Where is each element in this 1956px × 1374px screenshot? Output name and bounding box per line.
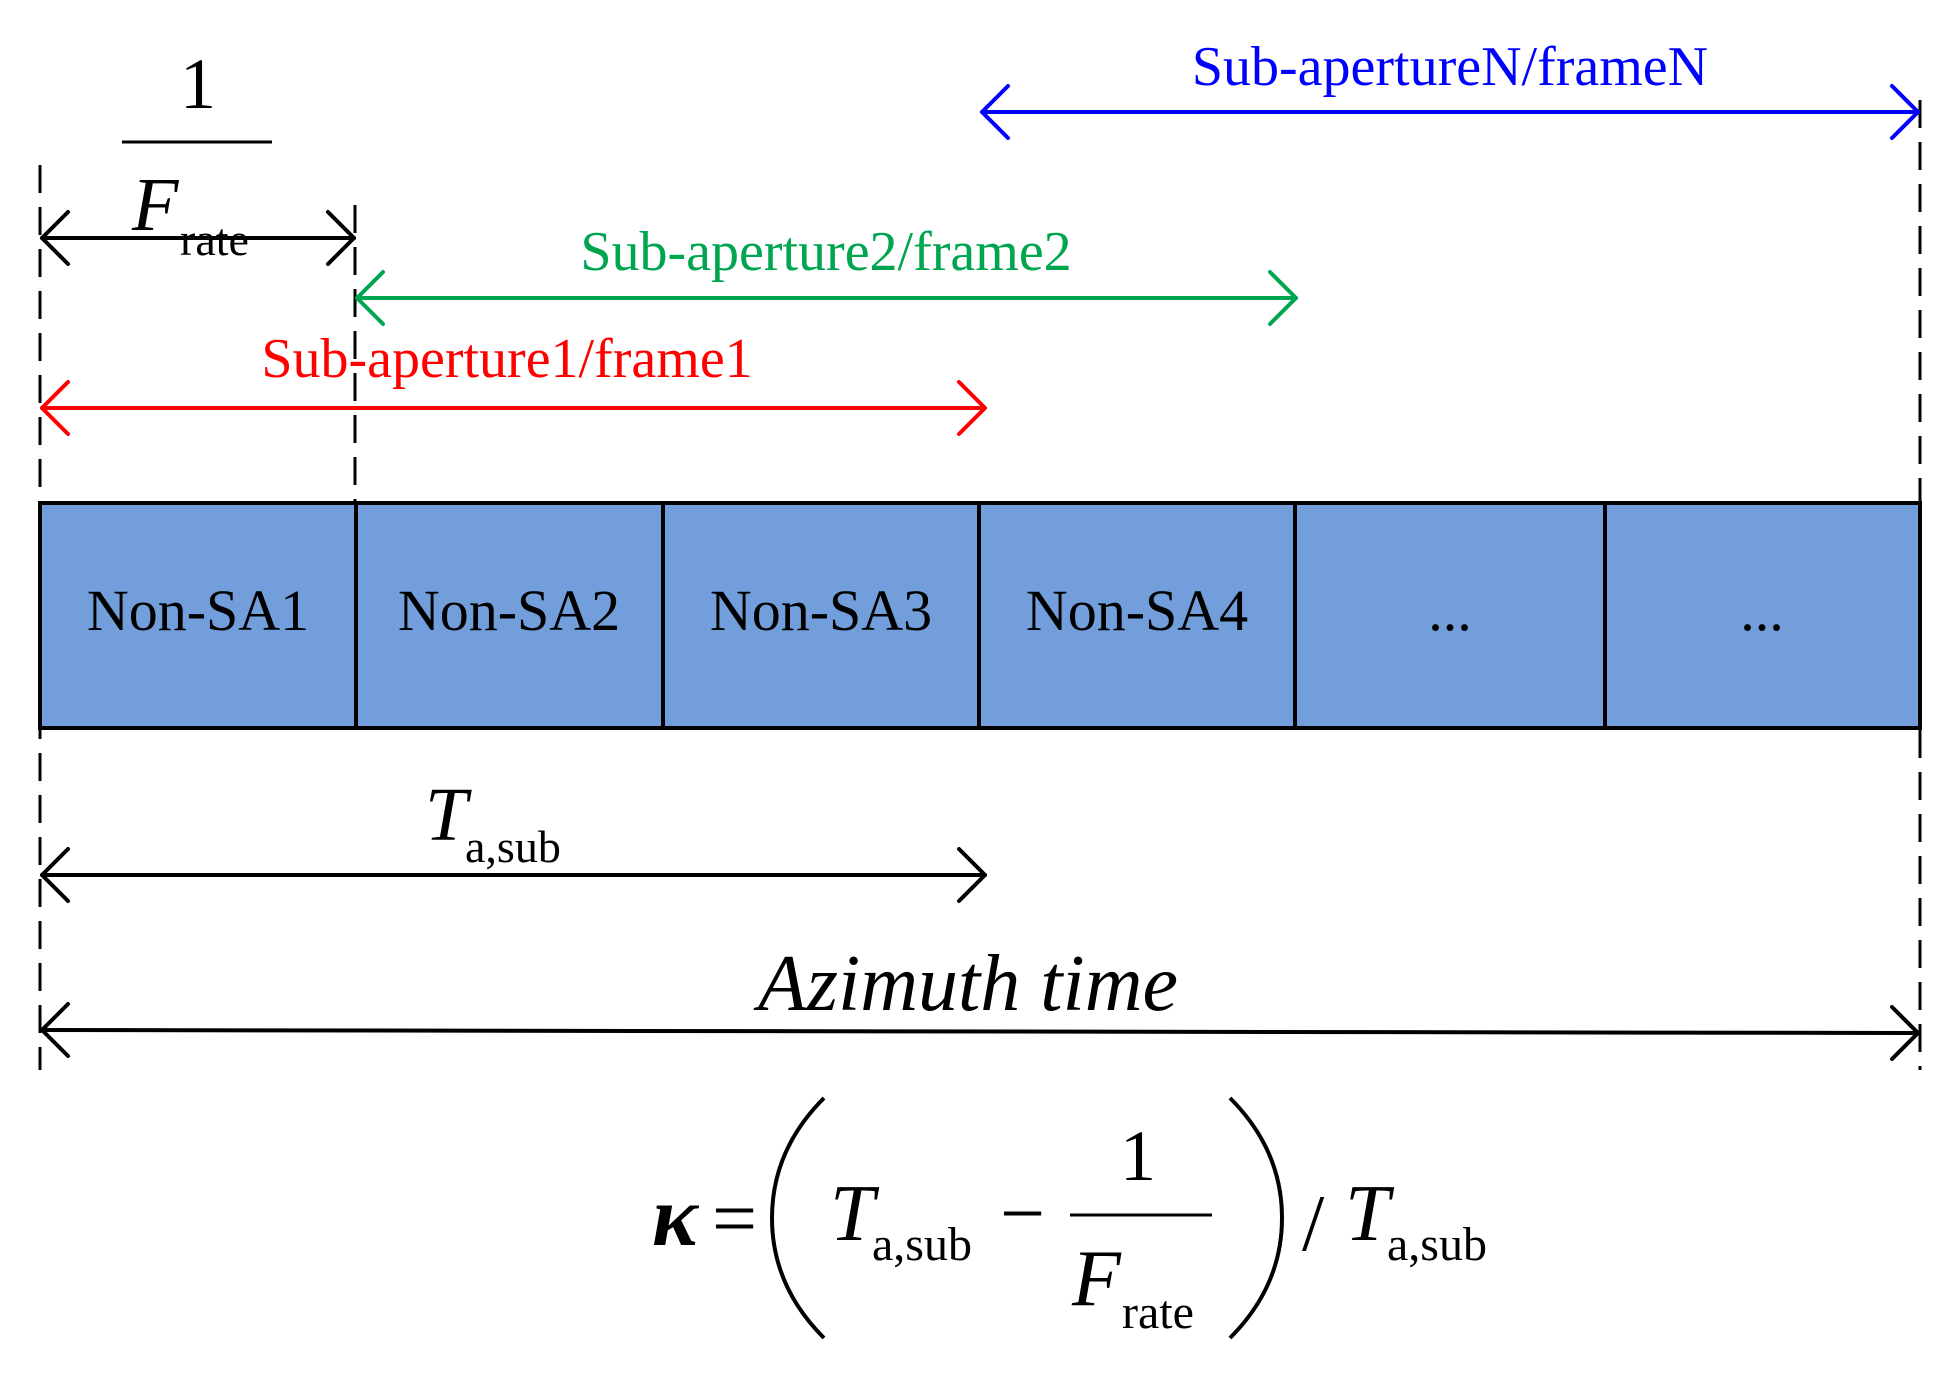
segment-label: Non-SA4 xyxy=(1026,578,1248,643)
formula-t-sub: a,sub xyxy=(872,1218,972,1271)
azimuth-arrow xyxy=(40,1002,1920,1061)
segment-bar: Non-SA1 Non-SA2 Non-SA3 Non-SA4 ... ... xyxy=(38,501,1922,730)
frate-interval-arrow xyxy=(40,210,356,266)
formula-t2-sub: a,sub xyxy=(1387,1218,1487,1271)
kappa-formula: κ = T a,sub − 1 F rate / T a,sub xyxy=(652,1096,1487,1340)
frame-1-arrow xyxy=(40,380,987,436)
formula-kappa: κ xyxy=(652,1168,700,1264)
formula-left-paren xyxy=(769,1096,826,1340)
frame-1-label: Sub-aperture1/frame1 xyxy=(261,328,752,390)
formula-f-sub: rate xyxy=(1122,1286,1194,1339)
formula-minus: − xyxy=(1000,1170,1045,1258)
formula-t2: T xyxy=(1345,1170,1395,1258)
formula-t: T xyxy=(830,1170,880,1258)
segment-ellipsis-2 xyxy=(1603,501,1922,730)
formula-f: F xyxy=(1071,1235,1122,1323)
tasub-arrow xyxy=(40,847,987,903)
segment-non-sa2 xyxy=(354,501,665,730)
segment-label: ... xyxy=(1428,578,1472,643)
segment-label: ... xyxy=(1740,578,1784,643)
segment-label: Non-SA3 xyxy=(710,578,932,643)
formula-right-paren xyxy=(1228,1096,1285,1340)
frame-2-label: Sub-aperture2/frame2 xyxy=(580,221,1071,283)
frame-2-arrow xyxy=(355,270,1298,326)
segment-label: Non-SA2 xyxy=(398,578,620,643)
frame-n-label: Sub-apertureN/frameN xyxy=(1192,36,1708,98)
fraction-denominator-f: F xyxy=(131,163,180,247)
formula-equals: = xyxy=(712,1175,757,1263)
tasub-t: T xyxy=(425,773,472,857)
tasub-sub: a,sub xyxy=(465,821,561,872)
frame-n-arrow xyxy=(980,84,1920,140)
azimuth-time-label: Azimuth time xyxy=(753,940,1178,1028)
segment-ellipsis-1 xyxy=(1293,501,1607,730)
segment-label: Non-SA1 xyxy=(87,578,309,643)
tasub-label: T a,sub xyxy=(425,773,561,872)
frate-fraction: 1 F rate xyxy=(122,44,272,265)
fraction-numerator: 1 xyxy=(180,44,216,124)
formula-one: 1 xyxy=(1120,1116,1156,1196)
formula-slash: / xyxy=(1302,1180,1325,1268)
